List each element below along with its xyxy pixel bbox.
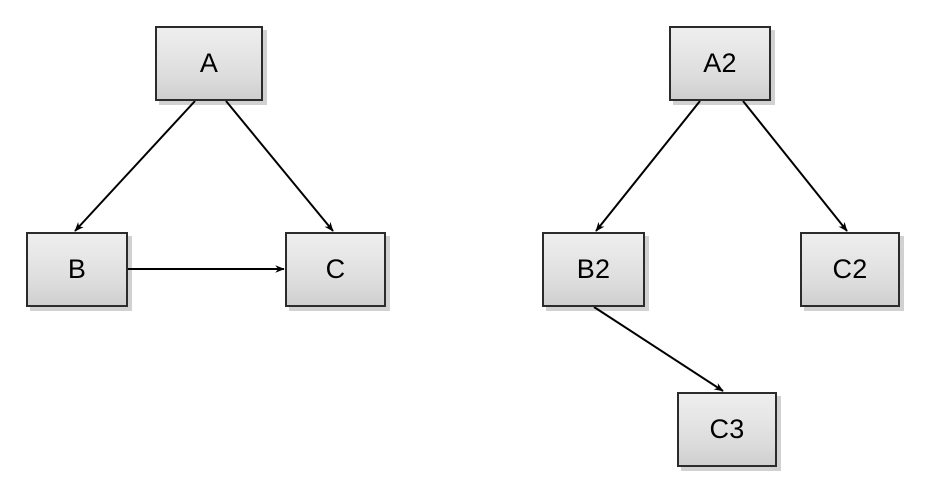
edge-a-to-c (225, 100, 334, 232)
node-a[interactable]: A (155, 26, 263, 101)
node-label-a2: A2 (703, 48, 737, 78)
node-b[interactable]: B (26, 232, 128, 307)
node-label-c2: C2 (832, 254, 868, 284)
node-c[interactable]: C (285, 232, 386, 307)
edges (74, 100, 848, 392)
node-label-c3: C3 (709, 414, 745, 444)
node-b2[interactable]: B2 (542, 232, 645, 307)
node-c3[interactable]: C3 (677, 392, 777, 467)
edge-a2-to-b2 (595, 100, 701, 232)
edge-a-to-b (74, 100, 196, 232)
node-label-a: A (199, 48, 219, 78)
node-label-b2: B2 (576, 254, 611, 284)
node-label-b: B (67, 254, 87, 284)
node-a2[interactable]: A2 (669, 26, 771, 101)
node-c2[interactable]: C2 (800, 232, 900, 307)
edge-a2-to-c2 (742, 100, 848, 232)
edge-b2-to-c3 (593, 306, 724, 392)
node-label-c: C (325, 254, 346, 284)
